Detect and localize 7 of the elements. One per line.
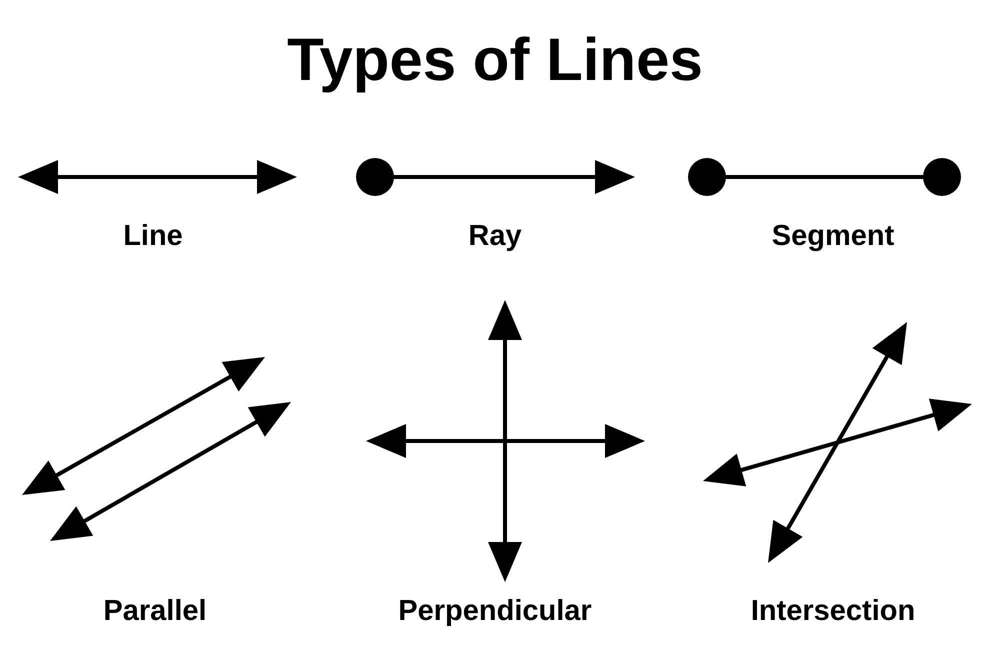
caption: Ray: [468, 222, 522, 251]
diagram-title: Types of Lines: [287, 30, 703, 90]
caption: Segment: [772, 222, 894, 251]
caption: Line: [123, 222, 183, 251]
caption: Perpendicular: [398, 597, 592, 626]
caption: Parallel: [103, 597, 207, 626]
caption: Intersection: [750, 597, 916, 626]
